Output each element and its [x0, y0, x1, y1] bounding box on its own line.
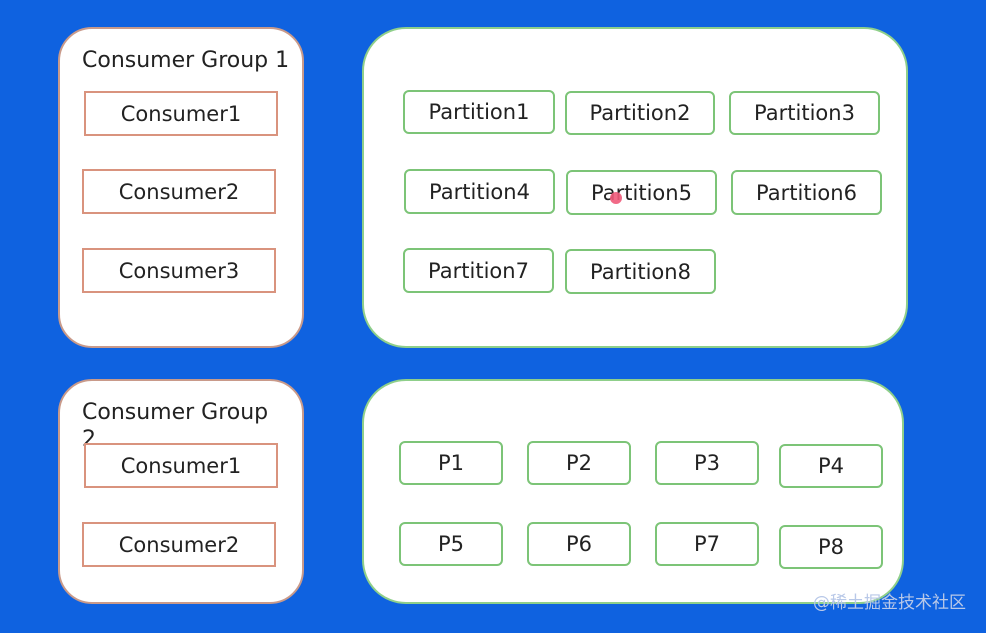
partition-p3: P3 [655, 441, 759, 485]
group1-consumer-2: Consumer2 [82, 169, 276, 214]
group1-consumer-3: Consumer3 [82, 248, 276, 293]
partition-p7: P7 [655, 522, 759, 566]
partition-4: Partition4 [404, 169, 555, 214]
group2-consumer-1: Consumer1 [84, 443, 278, 488]
partition-p1: P1 [399, 441, 503, 485]
consumer-group-1-title: Consumer Group 1 [82, 48, 290, 73]
partition-5: Partition5 [566, 170, 717, 215]
partition-8: Partition8 [565, 249, 716, 294]
partition-p8: P8 [779, 525, 883, 569]
partition-2: Partition2 [565, 91, 715, 135]
partition-1: Partition1 [403, 90, 555, 134]
group2-consumer-2: Consumer2 [82, 522, 276, 567]
partition-7: Partition7 [403, 248, 554, 293]
watermark: @稀土掘金技术社区 [813, 593, 966, 613]
partition-p6: P6 [527, 522, 631, 566]
partition-6: Partition6 [731, 170, 882, 215]
partition-p4: P4 [779, 444, 883, 488]
partition-3: Partition3 [729, 91, 880, 135]
partition-p2: P2 [527, 441, 631, 485]
group1-consumer-1: Consumer1 [84, 91, 278, 136]
topic-partitions-panel-2: P1 P2 P3 P4 P5 P6 P7 P8 [362, 379, 904, 604]
topic-partitions-panel-1: Partition1 Partition2 Partition3 Partiti… [362, 27, 908, 348]
cursor-pointer-dot [610, 192, 622, 204]
consumer-group-1-panel: Consumer Group 1 Consumer1 Consumer2 Con… [58, 27, 304, 348]
consumer-group-2-panel: Consumer Group 2 Consumer1 Consumer2 [58, 379, 304, 604]
partition-p5: P5 [399, 522, 503, 566]
